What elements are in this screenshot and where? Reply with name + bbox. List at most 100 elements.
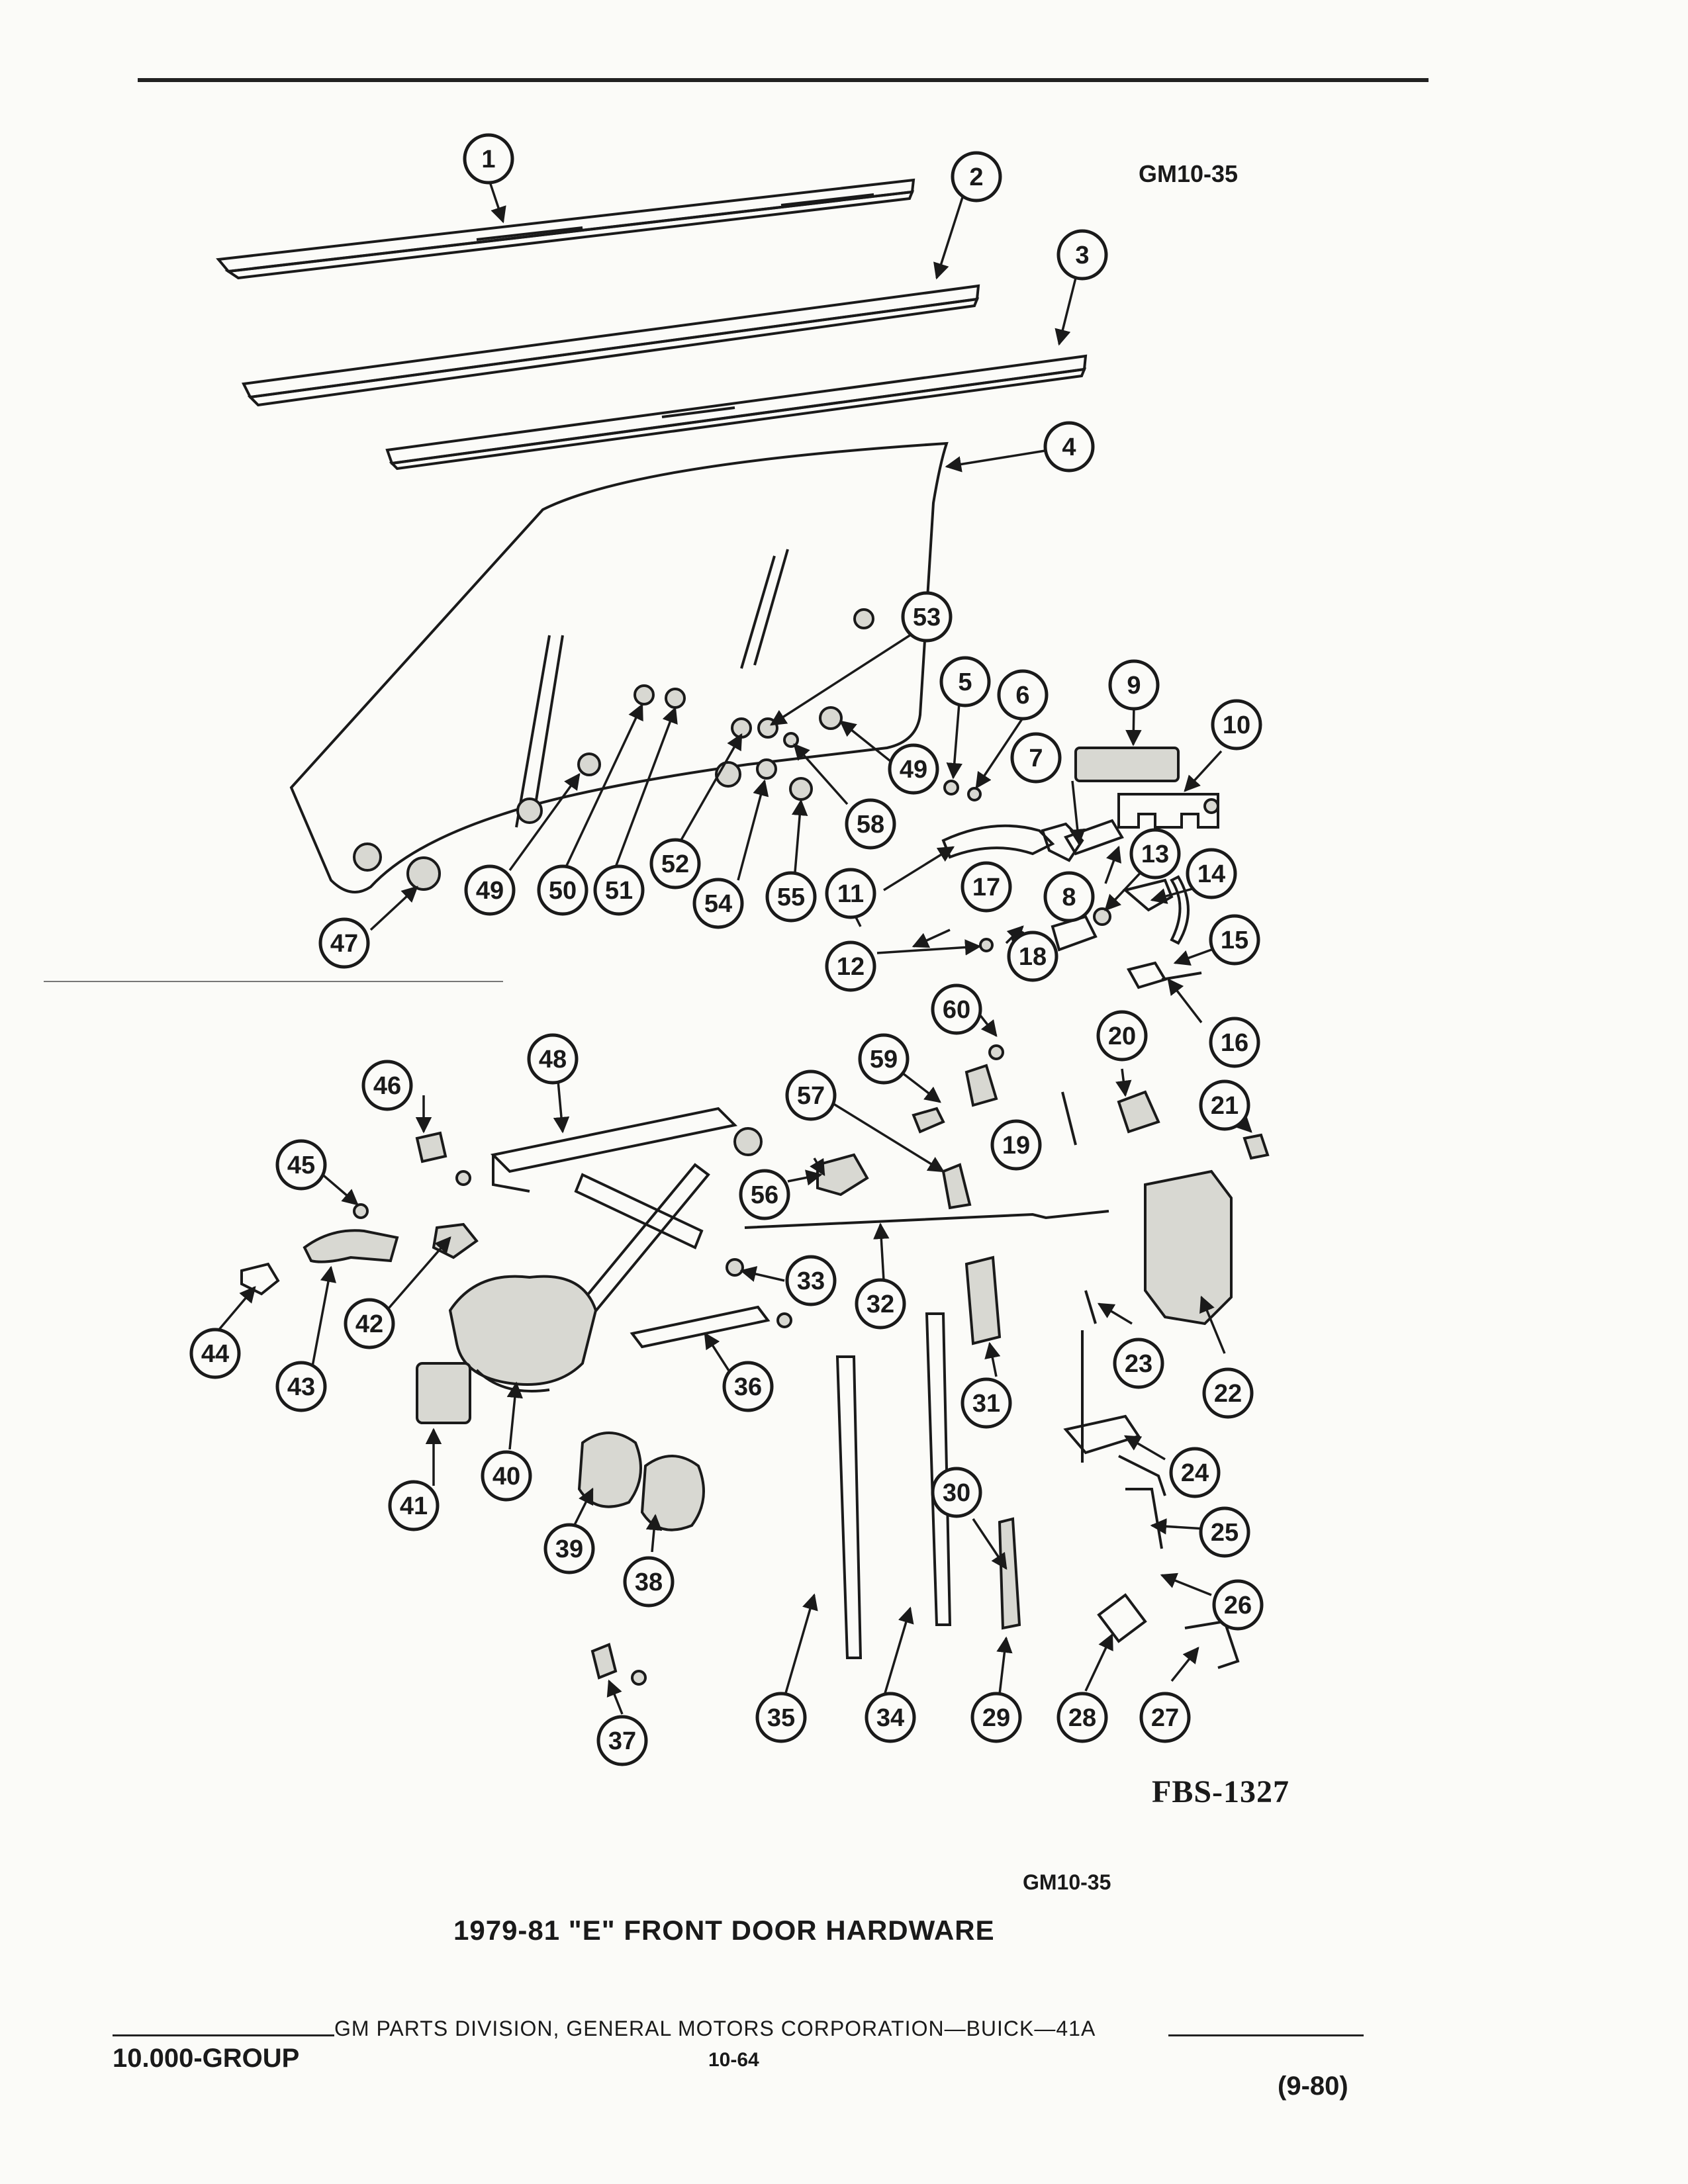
callout-circle [888, 743, 939, 795]
glass-run-channels [577, 1255, 1021, 1686]
callout-number: 21 [1211, 1092, 1239, 1120]
top-rule [138, 78, 1429, 82]
callout-12: 12 [825, 940, 876, 992]
callout-circle [785, 1255, 837, 1306]
callout-circle [1056, 229, 1108, 281]
callout-circle [275, 1361, 327, 1412]
glass-fasteners [353, 608, 874, 891]
window-channel-rails [216, 178, 1088, 471]
callout-34: 34 [865, 1692, 916, 1743]
callout-number: 41 [400, 1492, 428, 1520]
callout-number: 26 [1224, 1592, 1252, 1619]
callout-number: 16 [1221, 1029, 1248, 1057]
callout-number: 1 [481, 146, 495, 173]
callout-number: 37 [608, 1727, 636, 1755]
callout-circle [1209, 1017, 1260, 1068]
callout-number: 33 [797, 1267, 825, 1295]
footer-date: (9-80) [1278, 2071, 1348, 2101]
callout-36: 36 [722, 1361, 774, 1412]
callout-circle [970, 1692, 1022, 1743]
callout-2: 2 [951, 151, 1002, 203]
callout-number: 49 [900, 756, 927, 784]
callout-circle [785, 1069, 837, 1121]
callout-circle [961, 861, 1012, 913]
callout-circle [1108, 659, 1160, 711]
callout-number: 38 [635, 1569, 663, 1596]
callout-54: 54 [692, 878, 744, 929]
callout-circle [931, 1467, 982, 1518]
callout-number: 32 [867, 1291, 894, 1318]
callout-number: 6 [1015, 682, 1029, 709]
callout-number: 54 [704, 890, 732, 918]
callout-circle [858, 1033, 910, 1085]
callout-circle [1139, 1692, 1191, 1743]
window-regulator [416, 1107, 763, 1424]
callout-circle [1199, 1506, 1250, 1558]
callout-circle [901, 591, 953, 643]
callout-19: 19 [990, 1119, 1042, 1171]
callout-number: 23 [1125, 1350, 1152, 1378]
callout-circle [481, 1450, 532, 1502]
callout-number: 2 [969, 163, 983, 191]
callout-39: 39 [543, 1523, 595, 1574]
left-divider [44, 981, 503, 982]
header-figure-code: GM10-35 [1139, 160, 1239, 187]
callout-circle [865, 1692, 916, 1743]
callout-number: 51 [605, 877, 633, 905]
footer-rule-right [1168, 2034, 1364, 2036]
callout-number: 55 [777, 884, 805, 911]
callout-circle [1186, 848, 1237, 899]
callout-58: 58 [845, 798, 896, 850]
callout-number: 45 [287, 1152, 315, 1179]
footer-group: 10.000-GROUP [113, 2044, 300, 2073]
callout-circle [1010, 732, 1062, 784]
callout-circle [463, 133, 514, 185]
callout-1: 1 [463, 133, 514, 185]
callout-number: 19 [1002, 1132, 1030, 1160]
callout-29: 29 [970, 1692, 1022, 1743]
callout-circle [765, 871, 817, 923]
callout-30: 30 [931, 1467, 982, 1518]
callout-number: 7 [1029, 745, 1043, 772]
callout-15: 15 [1209, 914, 1260, 966]
left-lock-parts [240, 1131, 479, 1296]
callout-number: 47 [330, 930, 358, 958]
callout-circle [388, 1480, 440, 1531]
callout-number: 17 [972, 874, 1000, 901]
callout-13: 13 [1129, 828, 1181, 880]
callout-number: 53 [913, 604, 941, 631]
caption-figure-code: GM10-35 [1023, 1870, 1111, 1894]
callout-circle [961, 1377, 1012, 1429]
callout-18: 18 [1007, 931, 1058, 982]
callout-number: 18 [1019, 943, 1047, 971]
callout-number: 48 [539, 1046, 567, 1073]
callout-number: 10 [1223, 711, 1250, 739]
callout-circle [1202, 1367, 1254, 1419]
callout-circle [543, 1523, 595, 1574]
callout-57: 57 [785, 1069, 837, 1121]
callout-number: 59 [870, 1046, 898, 1073]
callout-number: 58 [857, 811, 884, 839]
callout-circle [1212, 1579, 1264, 1631]
callout-47: 47 [318, 917, 370, 969]
callout-number: 13 [1141, 841, 1169, 868]
callout-number: 39 [555, 1535, 583, 1563]
callout-number: 52 [661, 850, 689, 878]
callout-number: 43 [287, 1373, 315, 1401]
callout-40: 40 [481, 1450, 532, 1502]
callout-24: 24 [1169, 1447, 1221, 1498]
callout-number: 42 [355, 1310, 383, 1338]
callout-25: 25 [1199, 1506, 1250, 1558]
callout-circle [623, 1556, 675, 1608]
callout-number: 9 [1127, 672, 1141, 700]
callout-number: 50 [549, 877, 577, 905]
callout-49: 49 [888, 743, 939, 795]
callout-circle [344, 1298, 395, 1349]
callout-27: 27 [1139, 1692, 1191, 1743]
callout-9: 9 [1108, 659, 1160, 711]
callout-circle [1211, 699, 1262, 751]
callout-number: 28 [1068, 1704, 1096, 1732]
callout-circle [739, 1169, 790, 1220]
callout-33: 33 [785, 1255, 837, 1306]
